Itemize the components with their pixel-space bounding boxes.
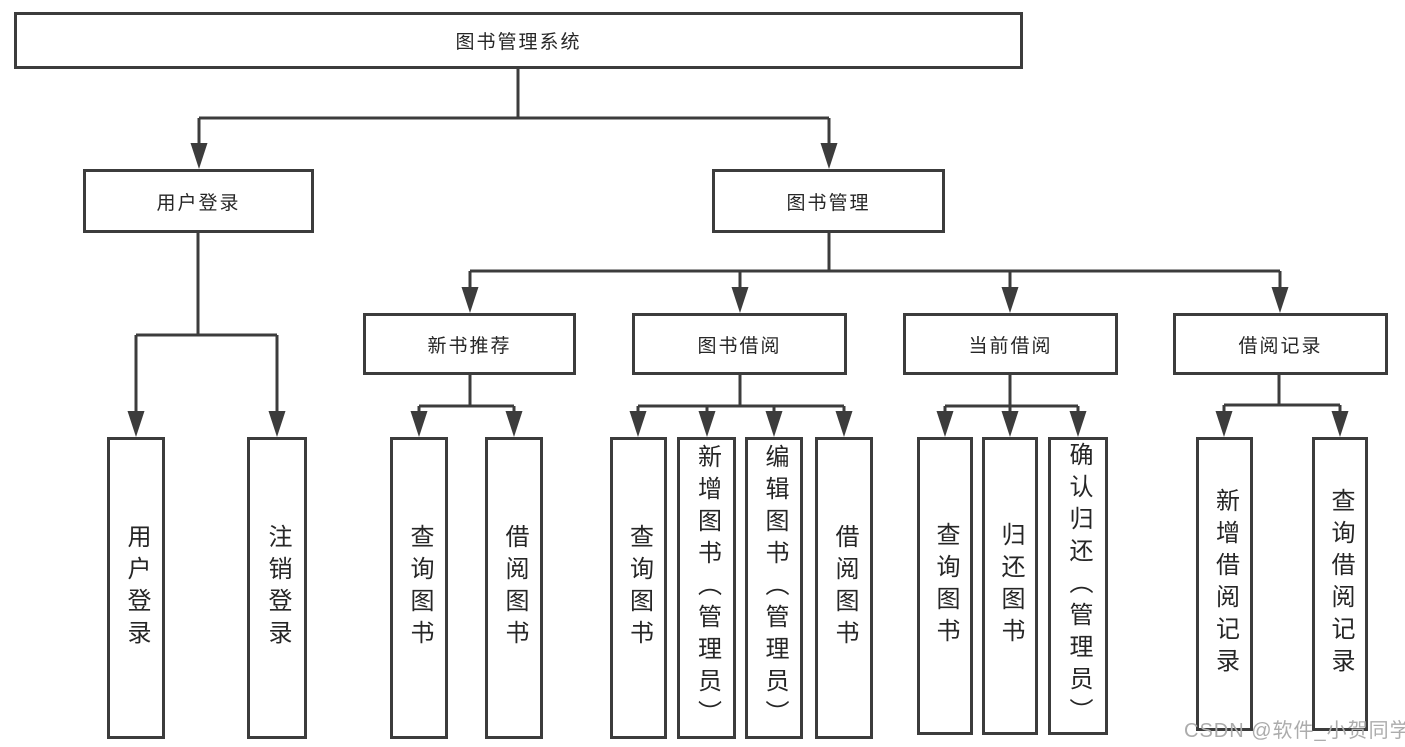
watermark-text: CSDN @软件_小贺同学 bbox=[1184, 720, 1405, 742]
node-user-login: 用户登录 bbox=[83, 169, 314, 233]
leaf-user-login-label: 用户登录 bbox=[123, 524, 150, 652]
node-user-login-label: 用户登录 bbox=[156, 192, 241, 214]
leaf-query-books-current: 查询图书 bbox=[917, 437, 973, 735]
connector-book-borrowing-children bbox=[629, 375, 853, 437]
leaf-add-borrow-record: 新增借阅记录 bbox=[1196, 437, 1253, 731]
leaf-return-book-label: 归还图书 bbox=[997, 522, 1024, 650]
leaf-logout-label: 注销登录 bbox=[264, 524, 291, 652]
leaf-add-book-admin-label: 新增图书（管理员） bbox=[693, 444, 721, 732]
leaf-edit-book-admin: 编辑图书（管理员） bbox=[745, 437, 803, 739]
leaf-query-books-borrowing: 查询图书 bbox=[610, 437, 667, 739]
node-borrowing-records-label: 借阅记录 bbox=[1238, 335, 1323, 357]
node-borrowing-records: 借阅记录 bbox=[1173, 313, 1388, 375]
leaf-borrow-books-recommend: 借阅图书 bbox=[485, 437, 543, 739]
leaf-user-login: 用户登录 bbox=[107, 437, 165, 739]
leaf-borrow-books-borrowing-label: 借阅图书 bbox=[831, 524, 858, 652]
node-book-borrowing-label: 图书借阅 bbox=[697, 335, 782, 357]
root-node-library-system: 图书管理系统 bbox=[14, 12, 1023, 69]
connector-user-login-children bbox=[127, 232, 286, 437]
leaf-query-books-current-label: 查询图书 bbox=[932, 522, 959, 650]
connector-new-book-children bbox=[410, 375, 523, 437]
connector-root-to-level2 bbox=[190, 69, 838, 169]
connector-current-borrowing-children bbox=[936, 375, 1087, 437]
leaf-add-borrow-record-label: 新增借阅记录 bbox=[1211, 488, 1239, 680]
leaf-return-book: 归还图书 bbox=[982, 437, 1038, 735]
node-new-book-recommendation-label: 新书推荐 bbox=[427, 335, 512, 357]
leaf-query-borrow-record-label: 查询借阅记录 bbox=[1327, 488, 1354, 680]
node-current-borrowing: 当前借阅 bbox=[903, 313, 1118, 375]
leaf-query-borrow-record: 查询借阅记录 bbox=[1312, 437, 1368, 731]
leaf-query-books-recommend-label: 查询图书 bbox=[406, 524, 433, 652]
leaf-query-books-recommend: 查询图书 bbox=[390, 437, 448, 739]
leaf-borrow-books-borrowing: 借阅图书 bbox=[815, 437, 873, 739]
node-book-management: 图书管理 bbox=[712, 169, 945, 233]
node-new-book-recommendation: 新书推荐 bbox=[363, 313, 576, 375]
leaf-borrow-books-recommend-label: 借阅图书 bbox=[501, 524, 528, 652]
leaf-query-books-borrowing-label: 查询图书 bbox=[625, 524, 653, 652]
node-book-management-label: 图书管理 bbox=[786, 192, 871, 214]
leaf-edit-book-admin-label: 编辑图书（管理员） bbox=[761, 444, 788, 732]
leaf-confirm-return-admin: 确认归还（管理员） bbox=[1048, 437, 1108, 735]
connector-book-management-children bbox=[461, 233, 1289, 313]
watermark: CSDN @软件_小贺同学 bbox=[1184, 714, 1405, 743]
leaf-confirm-return-admin-label: 确认归还（管理员） bbox=[1065, 442, 1092, 730]
leaf-add-book-admin: 新增图书（管理员） bbox=[677, 437, 736, 739]
connector-borrow-records-children bbox=[1215, 375, 1349, 437]
root-node-label: 图书管理系统 bbox=[455, 32, 582, 53]
node-book-borrowing: 图书借阅 bbox=[632, 313, 847, 375]
node-current-borrowing-label: 当前借阅 bbox=[968, 335, 1053, 357]
leaf-logout: 注销登录 bbox=[247, 437, 307, 739]
